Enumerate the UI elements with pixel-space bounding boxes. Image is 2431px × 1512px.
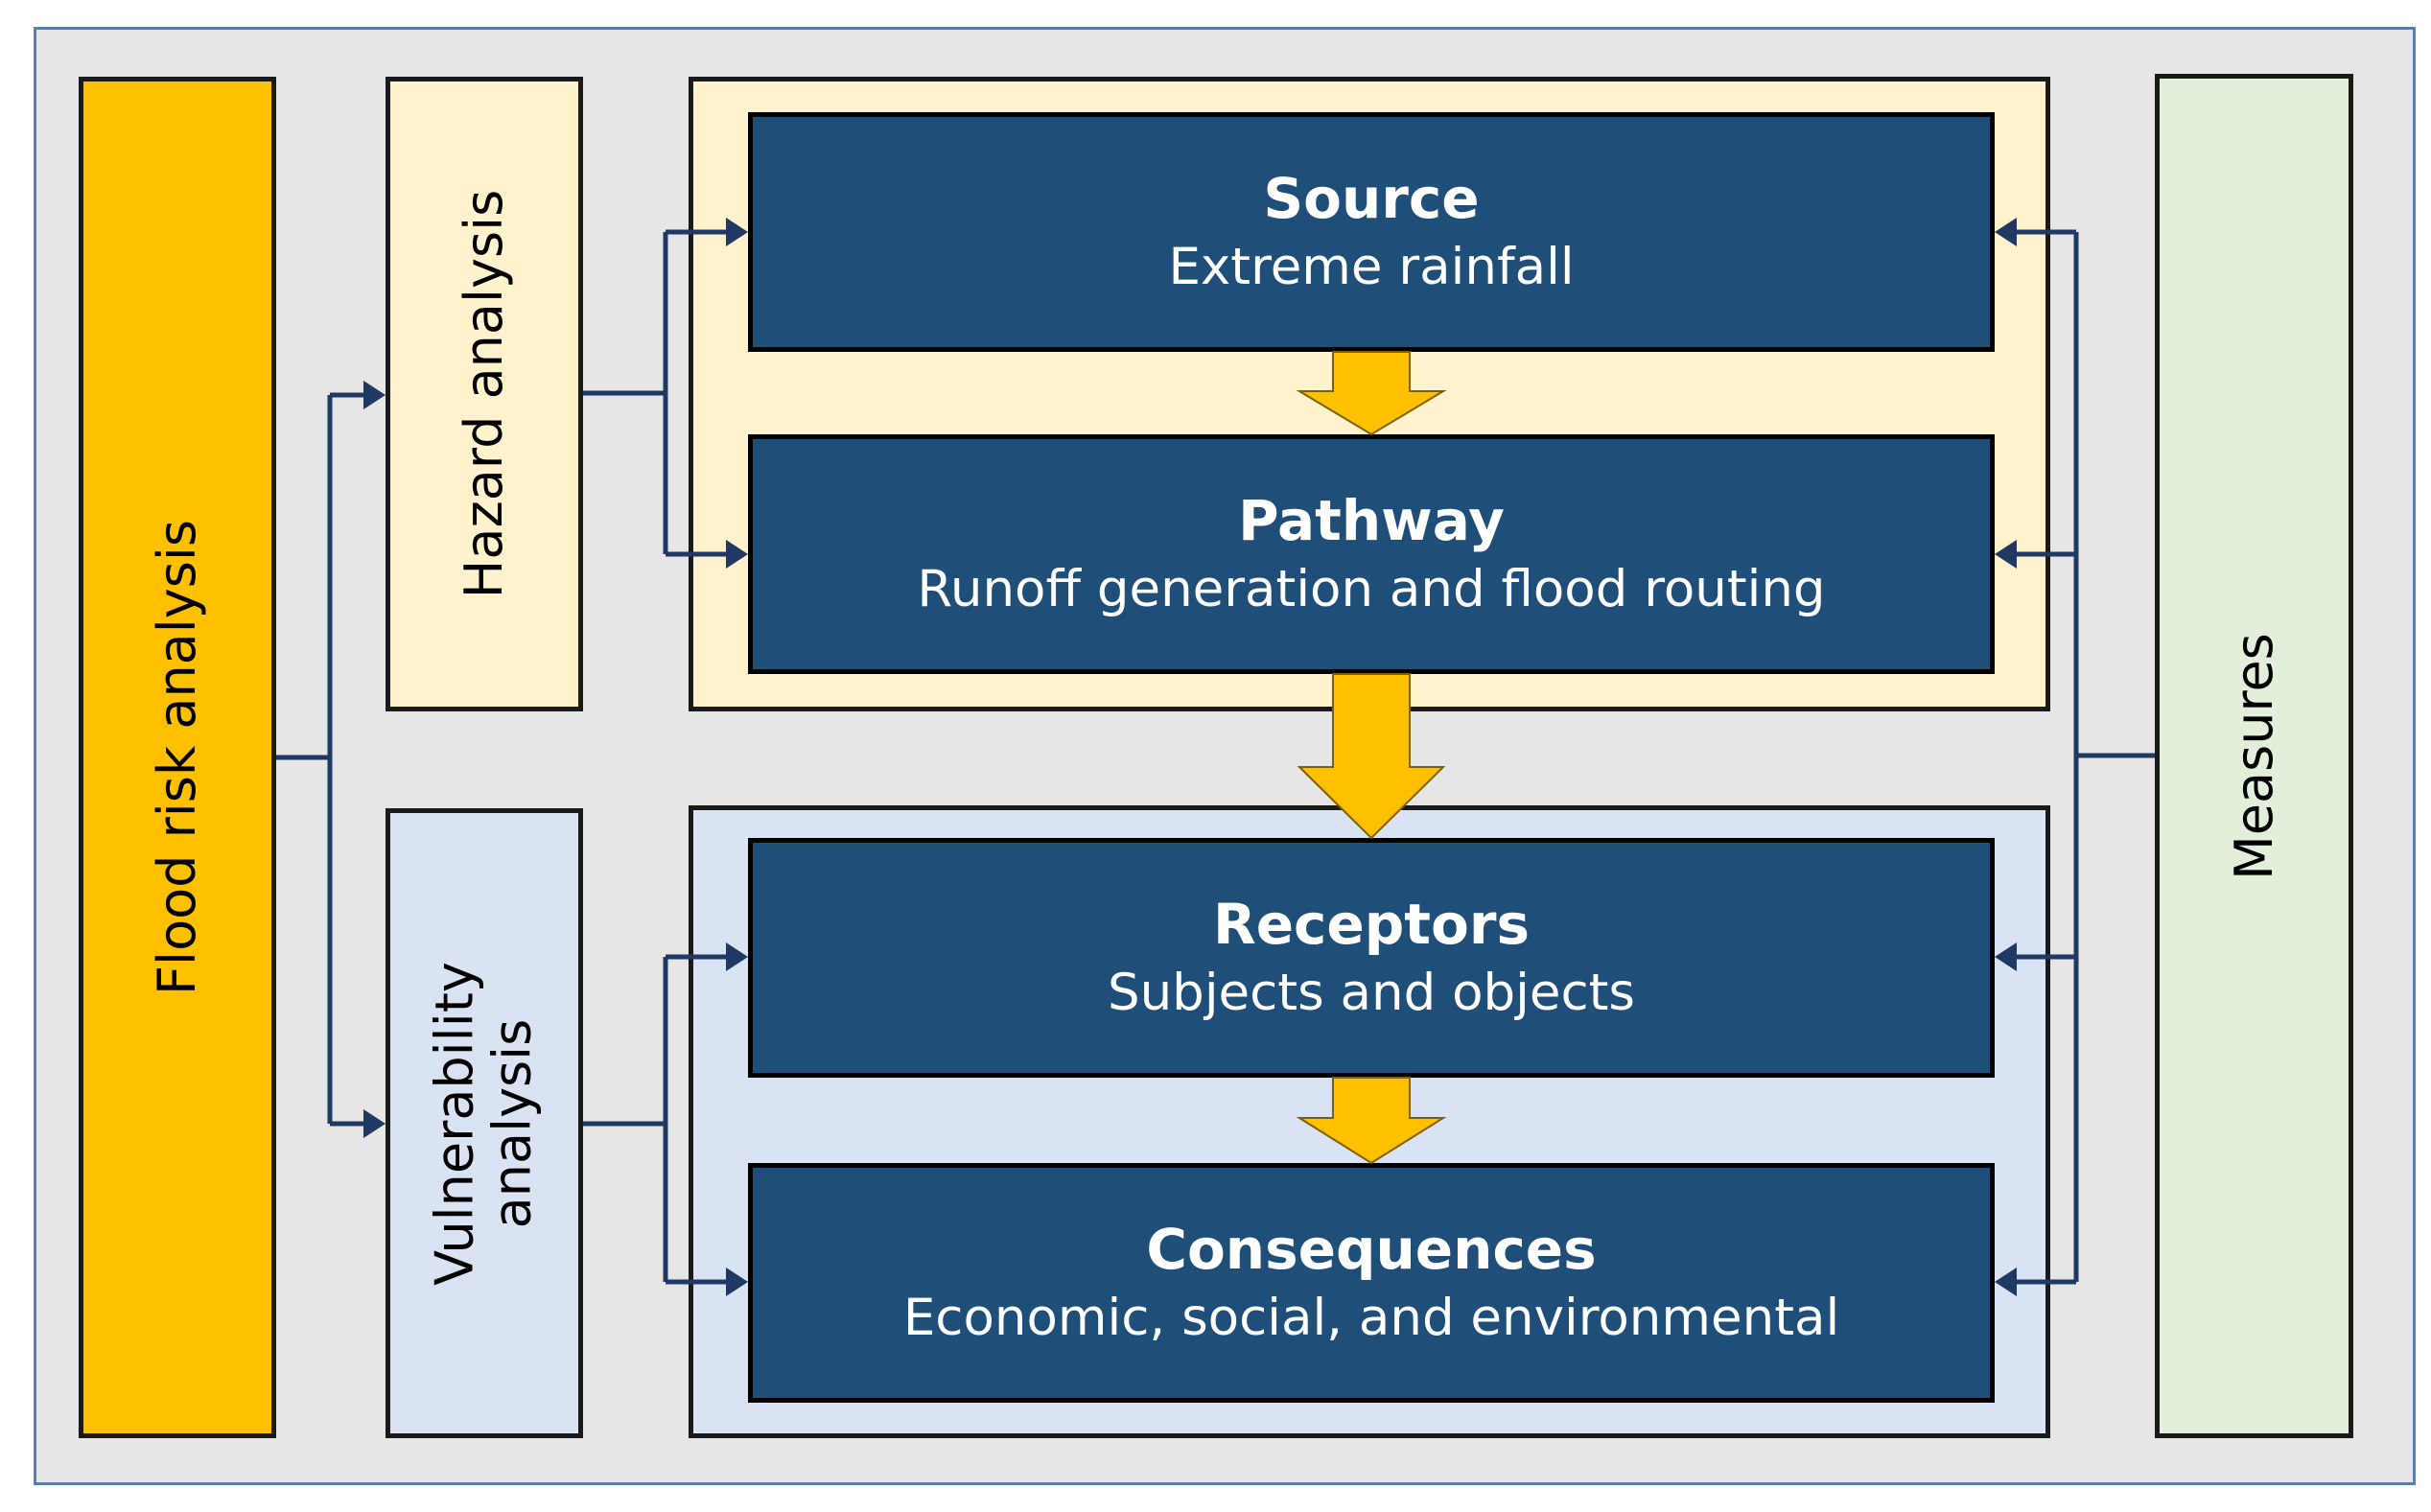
source-box: Source Extreme rainfall [748, 112, 1995, 352]
source-title: Source [1263, 165, 1480, 231]
consequences-box: Consequences Economic, social, and envir… [748, 1163, 1995, 1403]
pathway-title: Pathway [1238, 487, 1505, 553]
vulnerability-analysis-panel: Vulnerability analysis [386, 808, 583, 1438]
arrowhead-measures-to-pathway [1995, 540, 2017, 569]
hazard-analysis-panel: Hazard analysis [386, 77, 583, 711]
arrowhead-measures-to-consequences [1995, 1268, 2017, 1296]
arrowhead-to-hazard [363, 381, 386, 409]
arrowhead-to-source [726, 218, 748, 246]
flow-arrow-source-to-pathway [1296, 351, 1447, 436]
flow-arrow-receptors-to-consequences [1296, 1077, 1447, 1165]
arrowhead-to-vulnerability [363, 1109, 386, 1138]
connector-measures-to-chain [2010, 229, 2155, 1285]
arrowhead-to-pathway [726, 540, 748, 569]
receptors-title: Receptors [1213, 891, 1530, 957]
arrowhead-to-consequences [726, 1268, 748, 1296]
measures-panel: Measures [2155, 74, 2353, 1438]
arrowhead-measures-to-source [1995, 218, 2017, 246]
connector-flood-to-branches [276, 392, 372, 1127]
consequences-subtitle: Economic, social, and environmental [902, 1289, 1840, 1348]
connector-hazard-to-chain [583, 229, 733, 557]
receptors-box: Receptors Subjects and objects [748, 838, 1995, 1078]
pathway-box: Pathway Runoff generation and flood rout… [748, 434, 1995, 674]
consequences-title: Consequences [1146, 1216, 1597, 1282]
source-subtitle: Extreme rainfall [1168, 238, 1575, 297]
pathway-subtitle: Runoff generation and flood routing [917, 560, 1826, 619]
connector-vulnerability-to-chain [583, 954, 733, 1285]
arrowhead-to-receptors [726, 942, 748, 971]
flood-risk-analysis-panel: Flood risk analysis [79, 77, 276, 1438]
arrowhead-measures-to-receptors [1995, 942, 2017, 971]
flow-arrow-pathway-to-receptors [1297, 673, 1446, 840]
receptors-subtitle: Subjects and objects [1107, 964, 1636, 1023]
